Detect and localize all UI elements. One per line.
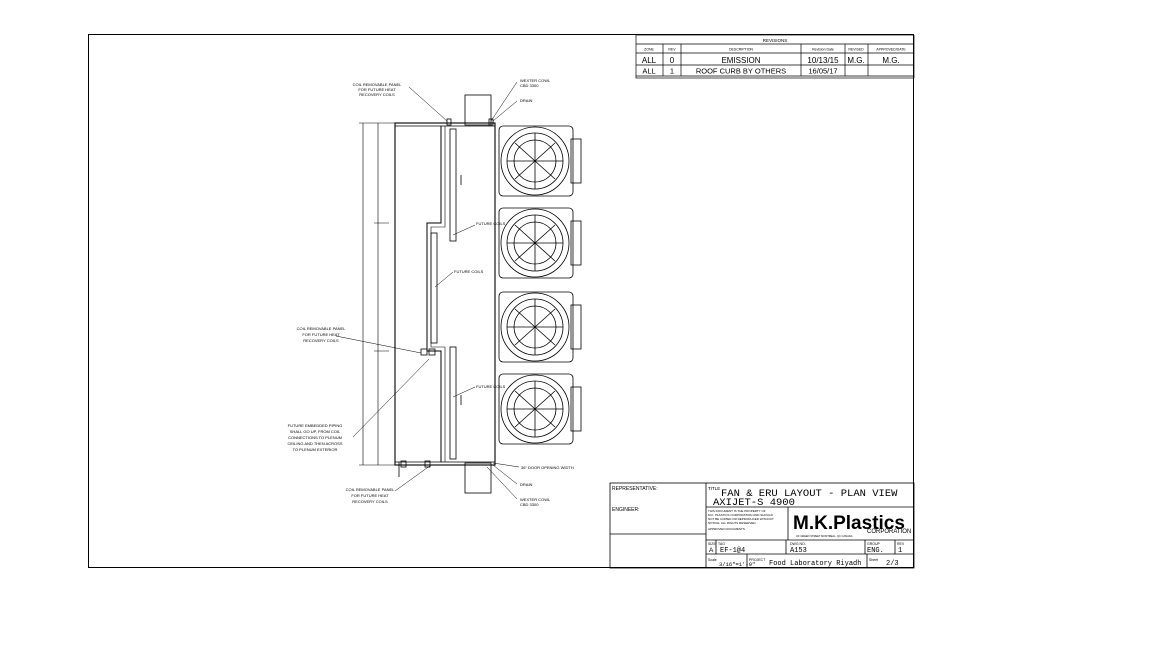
rev-header-description: DESCRIPTION	[729, 48, 753, 52]
rev-row0-revised: M.G.	[847, 56, 864, 65]
callout-piping-4: CEILING AND THEN ACROSS	[287, 441, 342, 446]
scale-label: Scale	[708, 558, 717, 562]
fan-3	[498, 291, 582, 363]
callout-wexter-bottom-1: WEXTER COWL	[520, 497, 551, 502]
callout-drain-top: DRAIN	[520, 98, 533, 103]
callout-piping-5: TO PLENUM EXTERIOR	[293, 447, 338, 452]
callout-coil-panel-top-3: RECOVERY COILS	[359, 92, 395, 97]
callout-wexter-top-2: CBD 3300	[520, 83, 539, 88]
callout-piping-1: FUTURE EMBEDDED PIPING	[288, 423, 343, 428]
title-label: TITLE	[708, 486, 720, 491]
project-label: PROJECT	[749, 558, 766, 562]
callout-coil-panel-top-2: FOR FUTURE HEAT	[358, 87, 396, 92]
notice-line2: M.K. PLASTICS CORPORATION AND SHOULD	[708, 513, 774, 517]
company-logo: M.K.Plastics	[793, 513, 905, 534]
rev-header-rev: REV	[668, 48, 676, 52]
fan-1	[498, 125, 582, 197]
notice-line1: THIS DOCUMENT IS THE PROPERTY OF	[708, 509, 766, 513]
sheet-label: Sheet	[869, 558, 878, 562]
sheet-value: 2/3	[886, 560, 899, 568]
engineer-label: ENGINEER:	[612, 507, 640, 513]
wexter-cowl-bottom	[464, 462, 492, 494]
callout-coil-panel-bottom-1: COIL REMOVABLE PANEL	[346, 487, 396, 492]
rev-value: 1	[898, 547, 902, 555]
title-block	[609, 482, 915, 569]
rev-row0-rev: 0	[670, 56, 675, 65]
rev-header-approved: APPROVED/DATE	[876, 48, 906, 52]
callout-coil-panel-bottom-2: FOR FUTURE HEAT	[351, 493, 389, 498]
callout-future-coils-1: FUTURE COILS	[476, 221, 506, 226]
revisions-title: REVISIONS	[763, 38, 788, 43]
notice-line3: NOT BE COPIED OR REPRODUCED WITHOUT	[708, 517, 774, 521]
future-coil-2	[430, 232, 438, 344]
rev-header-date: Revision Date	[812, 48, 834, 52]
notice-line5: APPROVED DOCUMENTS	[708, 527, 745, 531]
rev-row0-date: 10/13/15	[807, 56, 839, 65]
drawing-title-line2: AXIJET-S 4900	[713, 497, 795, 509]
rev-row0-approved: M.G.	[882, 56, 899, 65]
scale-value: 3/16"=1'-0"	[719, 561, 755, 568]
size-label: SIZE	[708, 542, 716, 546]
drawing-canvas: REVISIONS ZONE REV DESCRIPTION Revision …	[287, 35, 915, 569]
wexter-cowl-top	[464, 94, 492, 126]
callout-coil-panel-mid-2: FOR FUTURE HEAT	[302, 332, 340, 337]
fan-4	[498, 373, 582, 445]
future-coil-3	[449, 346, 457, 460]
company-tagline: OF GREEN STREET MONTREAL, QC CANADA	[796, 534, 853, 538]
drawing-title-line1: FAN & ERU LAYOUT - PLAN VIEW	[721, 488, 898, 500]
notice-line4: NOTICE. ALL RIGHTS RESERVED.	[708, 521, 757, 525]
callout-coil-panel-top-1: COIL REMOVABLE PANEL	[353, 82, 403, 87]
callout-coil-panel-mid-1: COIL REMOVABLE PANEL	[297, 326, 347, 331]
drawing-sheet: REVISIONS ZONE REV DESCRIPTION Revision …	[88, 34, 915, 569]
callout-piping-3: CONNECTIONS TO PLENUM	[288, 435, 342, 440]
tag-value: EF-1@4	[720, 547, 745, 555]
rev-label: REV	[897, 542, 905, 546]
rev-header-zone: ZONE	[644, 48, 654, 52]
fan-2	[498, 207, 582, 279]
plan-view	[359, 94, 496, 494]
rev-row0-description: EMISSION	[721, 56, 760, 65]
callout-piping-2: SHALL GO UP, FROM COIL	[290, 429, 341, 434]
fan-array	[498, 125, 582, 445]
callout-drain-bottom: DRAIN	[520, 482, 533, 487]
rev-row1-rev: 1	[670, 67, 674, 76]
callout-future-coils-3: FUTURE COILS	[476, 384, 506, 389]
dwg-label: DWG NO.	[790, 542, 806, 546]
revisions-table	[635, 35, 915, 79]
callout-wexter-bottom-2: CBD 3300	[520, 502, 539, 507]
rev-row1-date: 16/05/17	[808, 67, 837, 76]
tag-label: TAG	[718, 542, 725, 546]
group-value: ENG.	[867, 547, 884, 555]
rev-row0-zone: ALL	[642, 56, 657, 65]
rev-row1-description: ROOF CURB BY OTHERS	[696, 67, 786, 76]
callout-door-opening: 36" DOOR OPENING WIDTH	[521, 465, 574, 470]
leader-lines	[335, 81, 520, 500]
project-value: Food Laboratory Riyadh	[769, 560, 861, 568]
callout-future-coils-2: FUTURE COILS	[454, 269, 484, 274]
callout-coil-panel-bottom-3: RECOVERY COILS	[352, 499, 388, 504]
group-label: GROUP	[867, 542, 881, 546]
callouts: COIL REMOVABLE PANEL FOR FUTURE HEAT REC…	[287, 78, 573, 507]
callout-coil-panel-mid-3: RECOVERY COILS	[303, 338, 339, 343]
company-logo-sub: CORPORATION	[867, 529, 911, 535]
dwg-value: A153	[790, 547, 807, 555]
size-value: A	[709, 547, 714, 554]
eru-housing	[394, 122, 496, 466]
rev-header-revised: REVISED	[848, 48, 864, 52]
representative-label: REPRESENTATIVE:	[612, 486, 658, 492]
rev-row1-zone: ALL	[642, 67, 655, 76]
future-coil-1	[449, 128, 457, 242]
callout-wexter-top-1: WEXTER COWL	[520, 78, 551, 83]
